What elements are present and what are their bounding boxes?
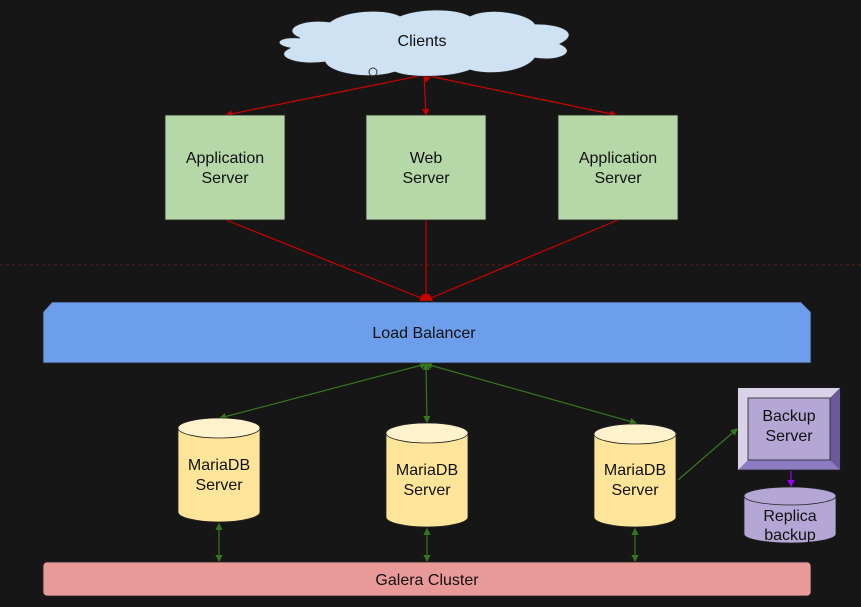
application-server-2[interactable]: Application Server	[557, 114, 679, 221]
clients-cloud[interactable]: Clients	[278, 9, 570, 77]
load-balancer-label: Load Balancer	[372, 325, 476, 342]
label-line-2: Server	[403, 482, 451, 499]
mariadb-server-1[interactable]: MariaDB Server	[177, 417, 261, 523]
cursor-icon	[368, 67, 378, 77]
edge-lb-db1	[218, 362, 428, 420]
label-line-2: Server	[611, 482, 659, 499]
label-line-1: MariaDB	[604, 462, 666, 479]
web-server[interactable]: Web Server	[365, 114, 487, 221]
label-line-1: Backup	[762, 408, 815, 425]
edge-lb-db2	[422, 362, 431, 424]
label-line-1: Application	[186, 150, 264, 167]
client-edges	[224, 74, 619, 302]
edge-app2-lb	[424, 219, 619, 302]
edge-clients-app1	[224, 74, 425, 118]
label-line-2: Server	[765, 428, 813, 445]
db-edges	[215, 362, 738, 563]
label-line-1: Application	[579, 150, 657, 167]
galera-cluster-label: Galera Cluster	[375, 572, 479, 589]
label-line-1: MariaDB	[396, 462, 458, 479]
replica-backup[interactable]: Replica backup	[743, 486, 837, 544]
label-line-1: Replica	[763, 508, 816, 525]
load-balancer[interactable]: Load Balancer	[42, 301, 812, 364]
label-line-2: backup	[764, 527, 816, 544]
label-line-2: Server	[195, 477, 243, 494]
label-line-2: Server	[402, 170, 450, 187]
galera-cluster[interactable]: Galera Cluster	[42, 561, 812, 597]
edge-clients-web	[422, 74, 430, 117]
label-line-2: Server	[594, 170, 642, 187]
label-line-2: Server	[201, 170, 249, 187]
application-server-1[interactable]: Application Server	[164, 114, 286, 221]
label-line-1: Web	[410, 150, 443, 167]
edge-lb-db3	[424, 362, 638, 425]
label-line-1: MariaDB	[188, 457, 250, 474]
backup-server[interactable]: Backup Server	[737, 387, 841, 471]
edge-clients-app2	[423, 74, 618, 118]
mariadb-server-2[interactable]: MariaDB Server	[385, 422, 469, 528]
clients-label: Clients	[398, 33, 447, 50]
edge-app1-lb	[225, 219, 428, 302]
edge-db3-backup	[677, 428, 738, 481]
mariadb-server-3[interactable]: MariaDB Server	[593, 423, 677, 528]
